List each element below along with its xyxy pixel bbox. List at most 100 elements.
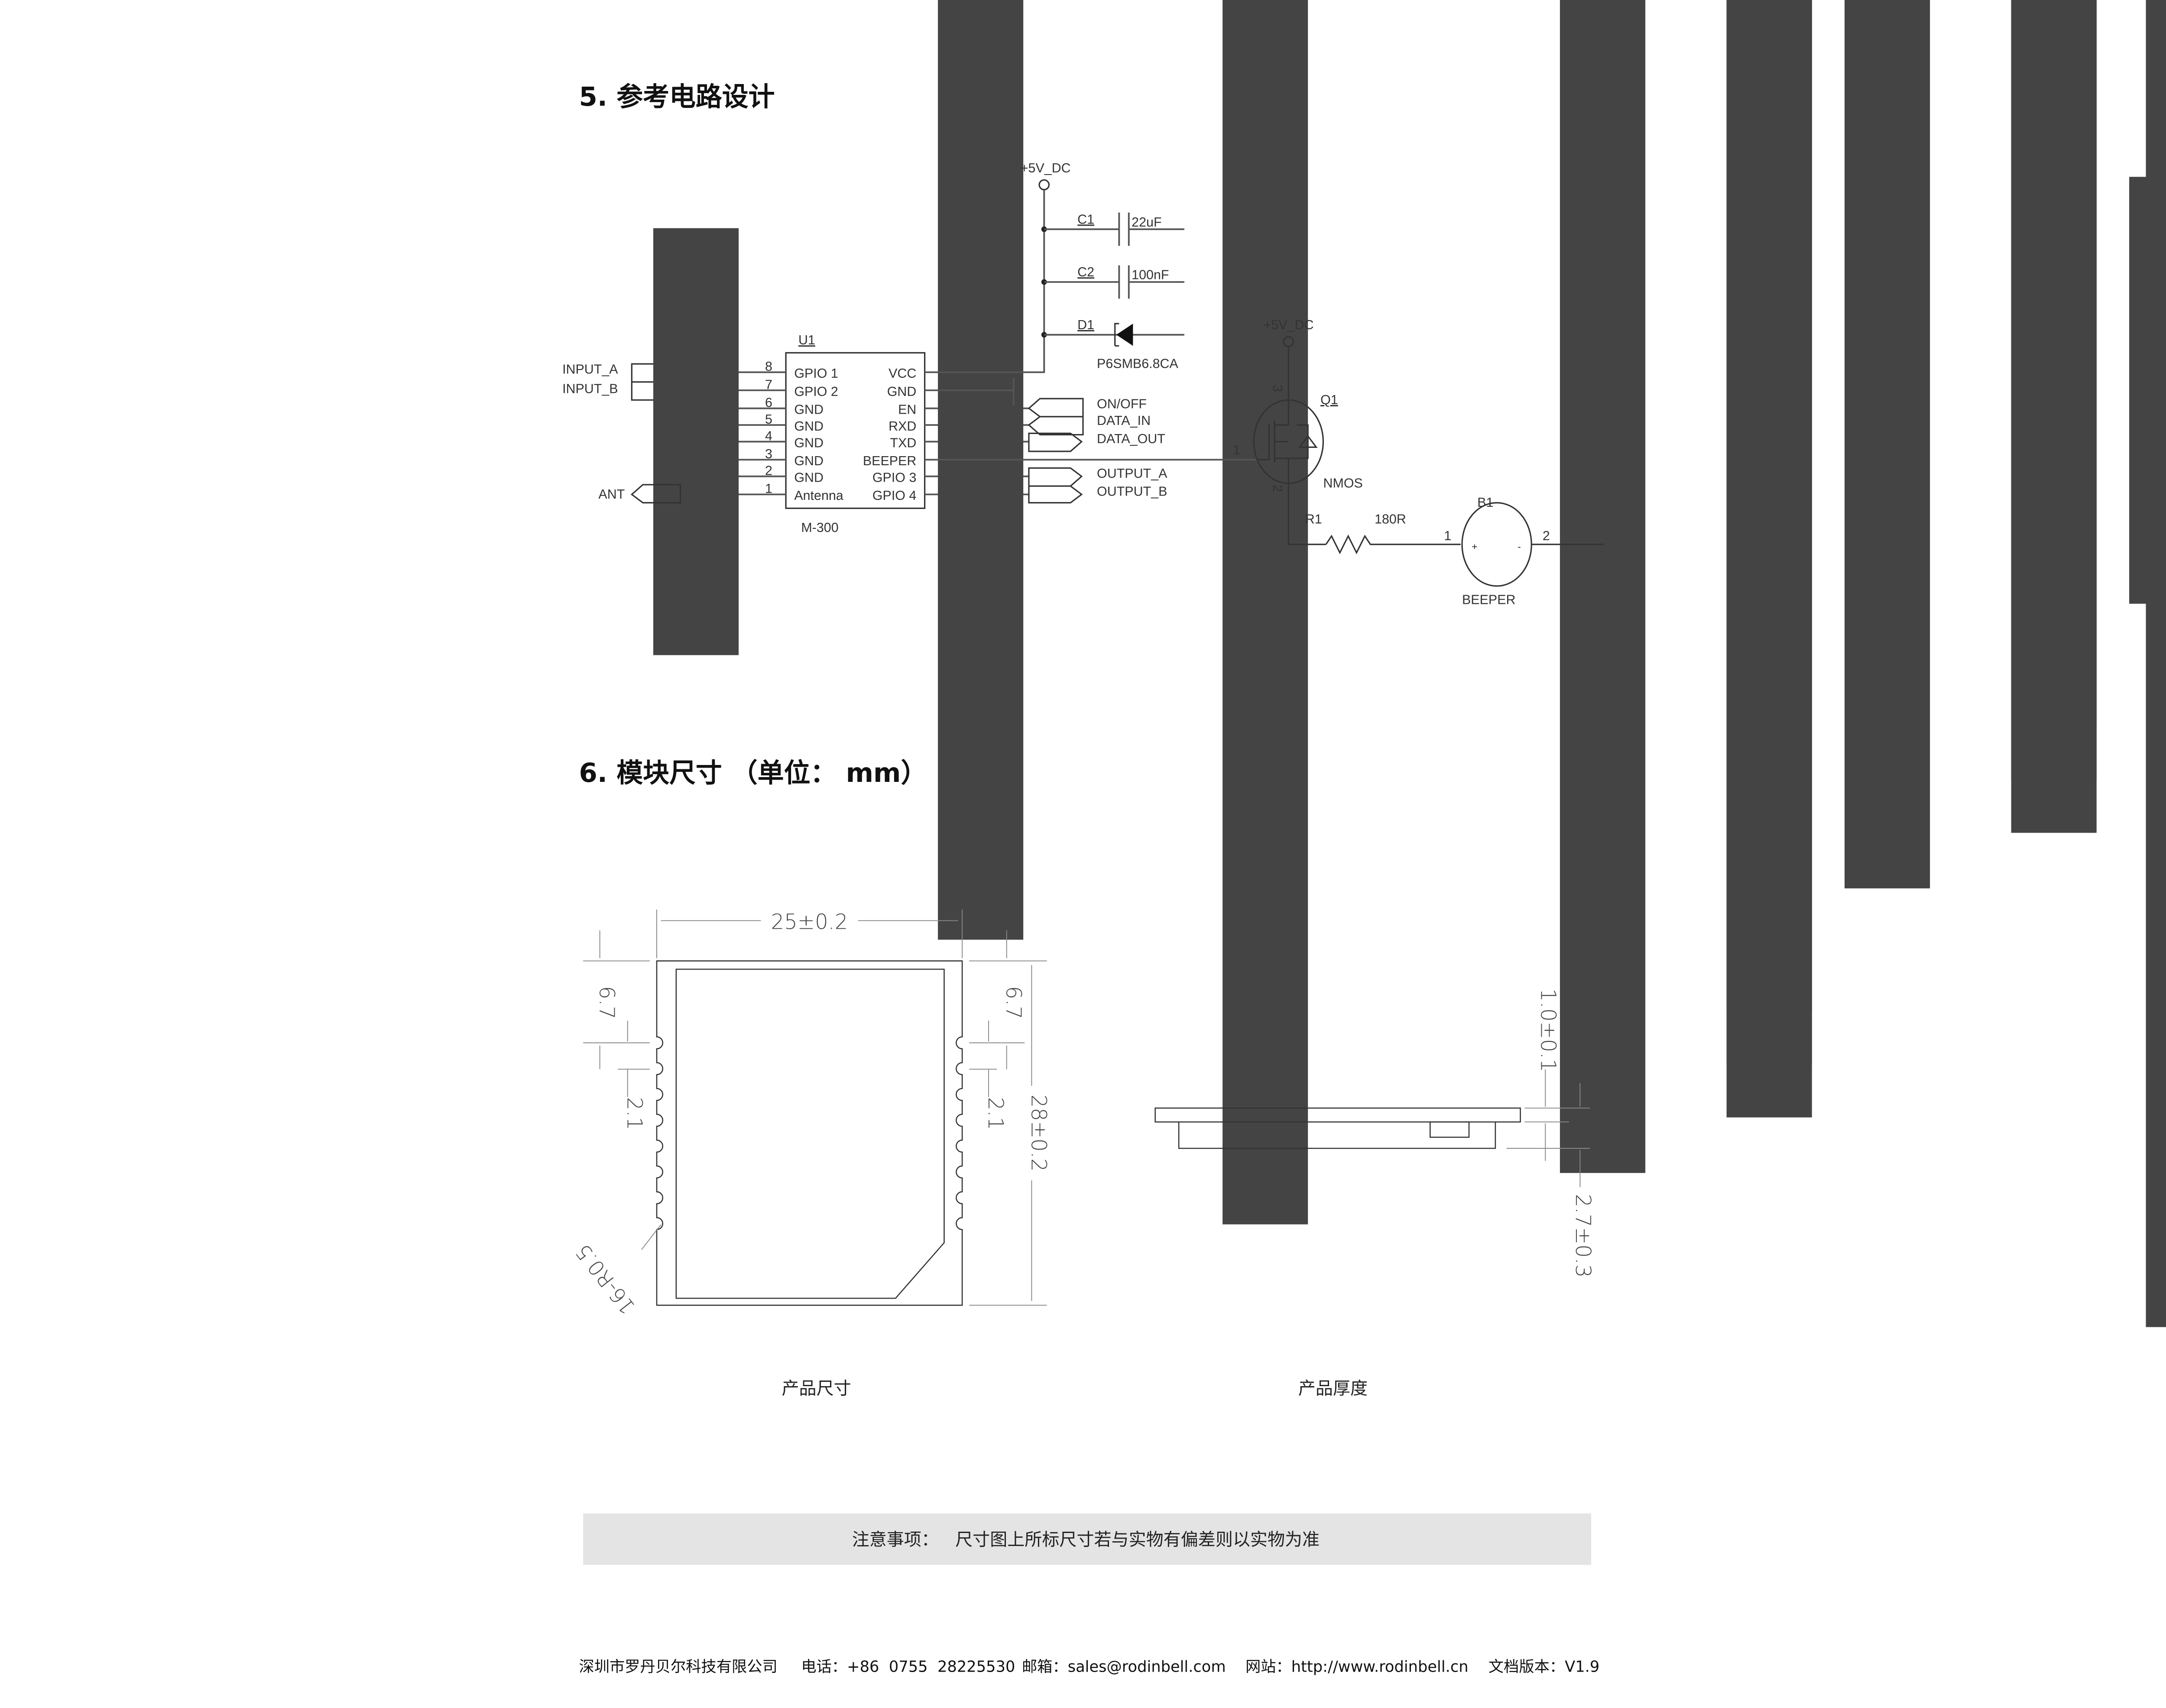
port-ant: ANT: [598, 487, 625, 502]
pin-name: GND: [794, 402, 824, 417]
q1-drain-source-wire: [1287, 347, 1326, 545]
port-data-in: DATA_IN: [1097, 413, 1151, 428]
footer-email: 邮箱：sales@rodinbell.com: [1022, 1658, 1226, 1676]
footer-website: 网站：http://www.rodinbell.cn: [1245, 1658, 1469, 1676]
dimension-section-title: 6. 模块尺寸 （单位： mm）: [579, 758, 927, 788]
height-dimension-line: [969, 960, 1047, 1306]
pin-name: GPIO 1: [794, 366, 838, 381]
power-terminal: [1283, 336, 1294, 347]
right-pad-dimension-lines: [969, 930, 1025, 1097]
shield-can: [1178, 1122, 1496, 1149]
capacitor-c1: [1044, 212, 1184, 246]
port-output-a: OUTPUT_A: [1097, 466, 1167, 481]
c2-ref: C2: [1077, 265, 1094, 279]
q1-drain-pin: 3: [1270, 385, 1285, 392]
input-port-connectors: [631, 363, 682, 401]
pin-name: GND: [794, 419, 824, 434]
board-thickness-label: 1.0±0.1: [1536, 989, 1560, 1072]
pin-name: VCC: [888, 366, 916, 381]
body-diode-icon: [1298, 435, 1318, 448]
pin-name: GND: [794, 435, 824, 450]
note-bar: [583, 1513, 1592, 1565]
pcb-board: [1154, 1107, 1521, 1123]
height-label: 28±0.2: [1026, 1095, 1051, 1172]
thickness-dimension-lines: [1506, 1069, 1590, 1187]
b1-pin1: 1: [1444, 528, 1451, 543]
pin-number: 3: [765, 447, 772, 461]
pin-name: GND: [794, 454, 824, 468]
pin-name: EN: [898, 402, 916, 417]
pin-name: Antenna: [794, 488, 843, 503]
footer-phone: 电话：+86 0755 28225530: [801, 1658, 1015, 1676]
ground-icon: [695, 0, 1266, 1225]
c1-value: 22uF: [1132, 215, 1161, 230]
pin-name: GPIO 4: [872, 488, 917, 503]
q1-type: NMOS: [1323, 476, 1362, 490]
left-pad-pitch-label: 2.1: [623, 1097, 647, 1130]
width-dimension-line: [656, 909, 963, 958]
pin-number: 2: [765, 463, 772, 478]
pin-name: GPIO 2: [794, 384, 838, 399]
pin-number: 4: [765, 428, 772, 443]
ground-icon: [1768, 0, 2166, 1013]
component-block: [1430, 1121, 1470, 1138]
right-pad-offset-label: 6.7: [1002, 986, 1026, 1019]
port-output-b: OUTPUT_B: [1097, 484, 1167, 499]
input-port-connectors-right: [1028, 398, 1084, 436]
pin-number: 7: [765, 377, 772, 392]
q1-ref: Q1: [1320, 392, 1338, 407]
q1-power-label: +5V_DC: [1264, 318, 1314, 332]
port-input-b: INPUT_B: [562, 381, 618, 396]
left-pad-offset-label: 6.7: [595, 986, 619, 1019]
pin-name: BEEPER: [863, 454, 917, 468]
diode-bar: [1114, 323, 1119, 347]
shield-outline: [675, 969, 945, 1299]
pin-name: GND: [794, 470, 824, 485]
pin-number: 8: [765, 359, 772, 374]
footer-company: 深圳市罗丹贝尔科技有限公司: [579, 1658, 778, 1676]
vcc-rail: [924, 190, 1045, 373]
footer-version: 文档版本：V1.9: [1488, 1658, 1599, 1676]
b1-pin2: 2: [1543, 528, 1550, 543]
circuit-section-title: 5. 参考电路设计: [579, 81, 775, 112]
ground-icon: [1768, 0, 2166, 1118]
d1-value: P6SMB6.8CA: [1097, 357, 1178, 371]
left-pad-dimension-lines: [583, 930, 650, 1097]
pin-number: 5: [765, 412, 772, 427]
footer: 深圳市罗丹贝尔科技有限公司 电话：+86 0755 28225530 邮箱：sa…: [579, 1658, 1600, 1676]
pad-radius-label: 16-R0.5: [571, 1239, 640, 1319]
ant-port-connector: [630, 484, 681, 504]
total-thickness-label: 2.7±0.3: [1571, 1194, 1595, 1277]
nmos-transistor-icon: [1253, 399, 1324, 484]
u1-part: M-300: [801, 520, 838, 535]
power-label: +5V_DC: [1021, 161, 1071, 175]
r1-ref: R1: [1305, 512, 1322, 527]
r1-value: 180R: [1375, 512, 1406, 527]
c2-value: 100nF: [1132, 268, 1169, 282]
width-label: 25±0.2: [771, 910, 848, 934]
radius-leader: [641, 1224, 661, 1250]
b1-name: BEEPER: [1462, 593, 1516, 607]
module-outline: [656, 960, 963, 1306]
resistor-r1: [1325, 534, 1461, 554]
output-port-connector: [1028, 432, 1083, 452]
caption-size: 产品尺寸: [782, 1378, 851, 1398]
ground-icon: [1768, 0, 2166, 1066]
beeper-minus: -: [1517, 541, 1521, 552]
pin-name: TXD: [890, 435, 917, 450]
pin-number: 1: [765, 481, 772, 496]
port-input-a: INPUT_A: [562, 362, 618, 377]
u1-ref: U1: [798, 333, 815, 347]
right-pad-pitch-label: 2.1: [983, 1097, 1008, 1130]
u1-body: [785, 352, 926, 509]
b1-ref: B1: [1477, 495, 1493, 510]
power-terminal: [1038, 179, 1050, 191]
c1-ref: C1: [1077, 212, 1094, 227]
q1-source-pin: 2: [1270, 485, 1285, 492]
gnd-pin10-wire: [924, 378, 1015, 406]
beeper-plus: +: [1472, 541, 1477, 552]
port-data-out: DATA_OUT: [1097, 431, 1165, 446]
